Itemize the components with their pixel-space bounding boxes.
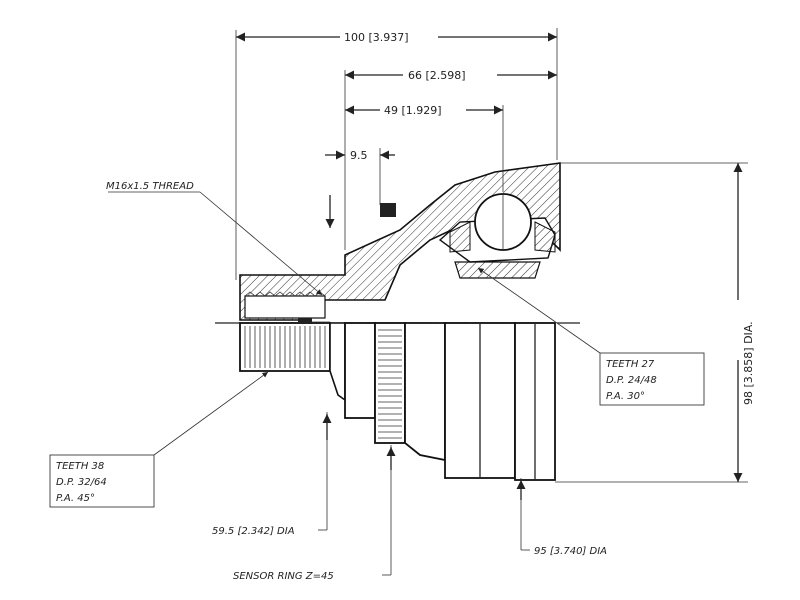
callout-thread: M16x1.5 THREAD [106, 181, 323, 296]
callout-spline-stub: TEETH 38 D.P. 32/64 P.A. 45° [49, 371, 269, 508]
sensor-ring-teeth [378, 329, 402, 439]
callout-seal-diameter: 59.5 [2.342] DIA [212, 412, 332, 537]
callout-seal-diameter-label: 59.5 [2.342] DIA [212, 526, 295, 537]
callout-spline-outer: TEETH 27 D.P. 24/48 P.A. 30° [477, 267, 705, 406]
callout-spline-stub-line1: TEETH 38 [56, 461, 104, 472]
dim-outer-diameter: 98 [3.858] DIA. [555, 162, 755, 483]
outer-body-view [239, 318, 556, 481]
dim-length-9-5: 9.5 [325, 148, 395, 228]
dim-label-9-5: 9.5 [350, 149, 368, 162]
dim-label-98-dia: 98 [3.858] DIA. [742, 321, 755, 405]
callout-bell-diameter-label: 95 [3.740] DIA [534, 546, 607, 557]
callout-sensor-ring: SENSOR RING Z=45 [233, 445, 396, 582]
ball-cage [438, 193, 556, 279]
callout-spline-stub-line3: P.A. 45° [56, 493, 95, 504]
dim-length-49: 49 [1.929] [345, 104, 504, 192]
dim-label-49: 49 [1.929] [384, 104, 442, 117]
callout-spline-outer-line2: D.P. 24/48 [606, 375, 657, 386]
callout-spline-stub-line2: D.P. 32/64 [56, 477, 107, 488]
callout-spline-outer-line1: TEETH 27 [606, 359, 655, 370]
callout-sensor-ring-label: SENSOR RING Z=45 [233, 571, 334, 582]
callout-spline-outer-line3: P.A. 30° [606, 391, 645, 402]
dim-length-66: 66 [2.598] [344, 69, 557, 250]
sensor-ring [374, 322, 406, 444]
callout-thread-label: M16x1.5 THREAD [106, 181, 194, 192]
callout-bell-diameter: 95 [3.740] DIA [516, 478, 607, 557]
dim-overall-length: 100 [3.937] [235, 28, 558, 280]
dim-label-100: 100 [3.937] [344, 31, 409, 44]
dim-label-66: 66 [2.598] [408, 69, 466, 82]
